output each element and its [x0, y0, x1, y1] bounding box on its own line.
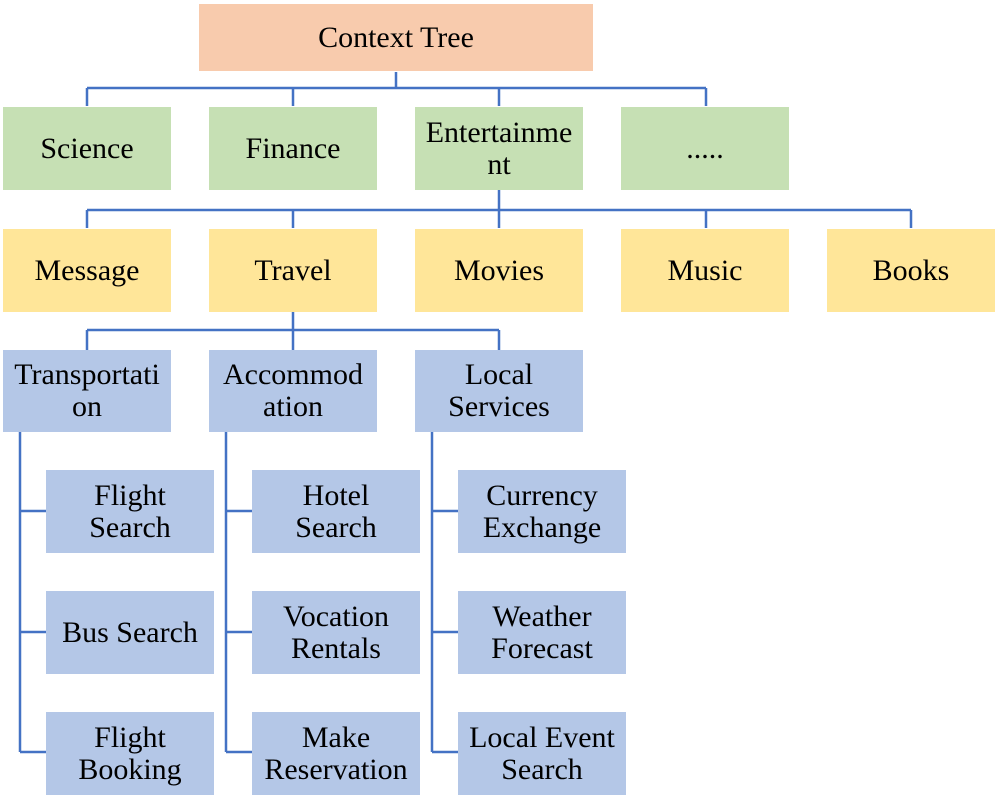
domain-label: Science — [40, 131, 134, 165]
topic-label: Music — [667, 253, 743, 287]
domain-node-entertainment: Entertainme nt — [415, 107, 583, 190]
group-node-local-services: Local Services — [415, 350, 583, 432]
root-label: Context Tree — [318, 20, 474, 54]
domain-label: Finance — [245, 131, 341, 165]
service-label: Flight Booking — [78, 720, 182, 786]
service-label: Vocation Rentals — [282, 599, 390, 665]
service-node-make-reservation: Make Reservation — [252, 712, 420, 795]
topic-label: Travel — [254, 253, 332, 287]
connector-entertainment-topics — [85, 190, 913, 228]
topic-label: Books — [872, 253, 950, 287]
connector-accommodation-services — [224, 432, 252, 754]
topic-node-books: Books — [827, 229, 995, 312]
service-node-weather-forecast: Weather Forecast — [458, 591, 626, 674]
service-label: Weather Forecast — [491, 599, 593, 665]
group-node-accommodation: Accommod ation — [209, 350, 377, 432]
group-label: Accommod ation — [223, 358, 363, 423]
domain-node-science: Science — [3, 107, 171, 190]
domain-node-finance: Finance — [209, 107, 377, 190]
service-label: Local Event Search — [469, 720, 615, 786]
topic-node-movies: Movies — [415, 229, 583, 312]
topic-node-music: Music — [621, 229, 789, 312]
service-node-local-event-search: Local Event Search — [458, 712, 626, 795]
service-label: Bus Search — [62, 615, 198, 649]
service-label: Flight Search — [89, 478, 171, 544]
topic-label: Movies — [454, 253, 544, 287]
domain-label: Entertainme nt — [425, 115, 573, 181]
service-label: Make Reservation — [264, 720, 408, 786]
topic-node-travel: Travel — [209, 229, 377, 312]
connector-transportation-services — [18, 432, 46, 754]
service-node-bus-search: Bus Search — [46, 591, 214, 674]
domain-label: ..... — [686, 131, 724, 165]
connector-travel-groups — [85, 312, 501, 350]
connector-local-services — [430, 432, 458, 754]
service-node-currency-exchange: Currency Exchange — [458, 470, 626, 553]
service-label: Currency Exchange — [482, 478, 602, 544]
group-label: Transportati on — [14, 358, 160, 423]
service-node-flight-search: Flight Search — [46, 470, 214, 553]
group-node-transportation: Transportati on — [3, 350, 171, 432]
topic-node-message: Message — [3, 229, 171, 312]
connector-root-domains — [85, 72, 708, 106]
service-node-vocation-rentals: Vocation Rentals — [252, 591, 420, 674]
service-node-flight-booking: Flight Booking — [46, 712, 214, 795]
service-label: Hotel Search — [295, 478, 377, 544]
domain-node-more: ..... — [621, 107, 789, 190]
service-node-hotel-search: Hotel Search — [252, 470, 420, 553]
root-node: Context Tree — [199, 4, 593, 71]
topic-label: Message — [34, 253, 140, 287]
group-label: Local Services — [448, 358, 550, 423]
